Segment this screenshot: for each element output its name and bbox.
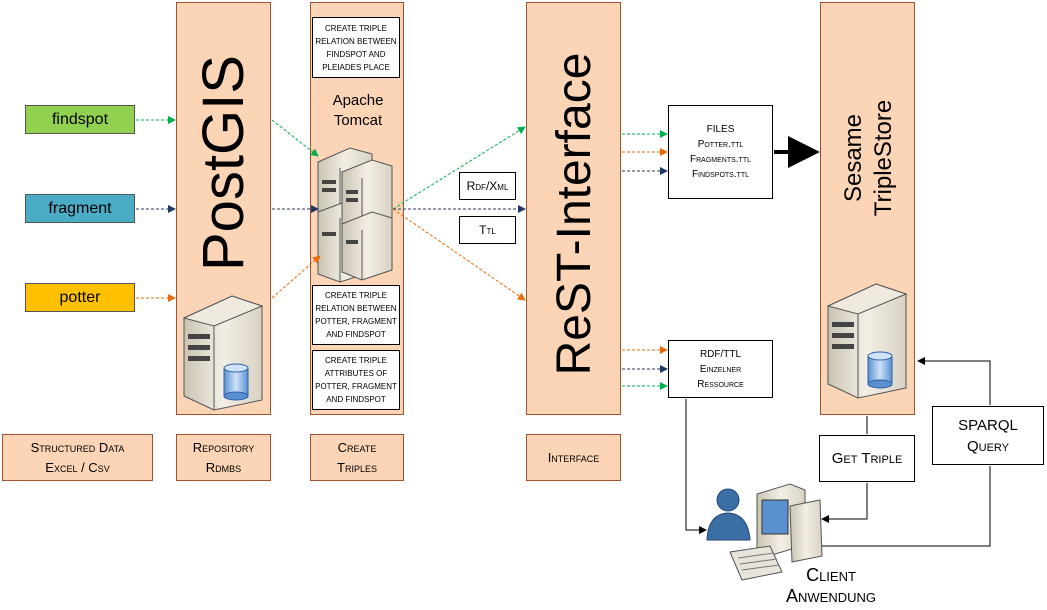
arrow-gettriple-client — [821, 483, 868, 523]
rdf-box-line: Ressource — [697, 378, 744, 390]
note-pleiades-line: CREATE TRIPLE — [325, 23, 387, 33]
label-create-line: Create — [337, 439, 377, 455]
tomcat-title: Apache Tomcat — [311, 89, 405, 133]
postgis-column: PostGIS — [176, 2, 271, 415]
rest-interface-title: ReST-Interface — [548, 52, 601, 376]
format-ttl: Ttl — [459, 216, 516, 244]
files-box-line: Potter.ttl — [697, 139, 744, 150]
sparql-line: Query — [966, 437, 1010, 455]
client-label-line: Anwendung — [786, 586, 876, 606]
arrow-rdf-client — [685, 399, 707, 534]
files-box-line: Findspots.ttl — [691, 169, 750, 180]
label-structured-line: Structured Data — [30, 439, 125, 455]
note-pleiades: CREATE TRIPLE RELATION BETWEEN FINDSPOT … — [312, 17, 400, 78]
findspot-input: findspot — [25, 105, 135, 134]
label-interface-line: Interface — [547, 449, 600, 465]
files-box: FILES Potter.ttl Fragments.ttl Findspots… — [668, 105, 773, 199]
label-repository: Repository Rdmbs — [176, 434, 271, 481]
label-create-line: Triples — [337, 459, 377, 475]
client-user-icon — [706, 488, 751, 541]
get-triple-box: Get Triple — [819, 435, 915, 482]
format-rdfxml-label: Rdf/Xml — [466, 179, 509, 193]
note-attributes-line: POTTER, FRAGMENT — [315, 382, 397, 391]
arrow-sparql-sesame — [917, 357, 991, 405]
note-pleiades-line: PLEIADES PLACE — [322, 62, 390, 72]
note-relation-line: RELATION BETWEEN — [315, 304, 397, 313]
sesame-column: Sesame TripleStore — [820, 2, 915, 415]
note-relation: CREATE TRIPLE RELATION BETWEEN POTTER, F… — [312, 285, 400, 345]
format-ttl-label: Ttl — [479, 223, 496, 237]
tomcat-title-line1: Apache — [332, 92, 384, 109]
sesame-title-line1: Sesame — [840, 113, 867, 203]
client-label-line: Client — [806, 565, 856, 585]
fragment-input: fragment — [25, 194, 135, 223]
label-interface: Interface — [526, 434, 621, 481]
get-triple-label: Get Triple — [831, 450, 903, 467]
note-attributes-line: ATTRIBUTES OF — [324, 369, 388, 378]
note-relation-line: AND FINDSPOT — [326, 330, 386, 339]
label-repository-line: Rdmbs — [205, 459, 242, 475]
rest-interface-column: ReST-Interface — [526, 2, 621, 415]
note-relation-line: POTTER, FRAGMENT — [315, 317, 397, 326]
sesame-title: Sesame TripleStore — [834, 58, 904, 258]
sesame-title-line2: TripleStore — [870, 99, 897, 217]
note-pleiades-line: FINDSPOT AND — [326, 49, 386, 59]
label-create-triples: Create Triples — [310, 434, 404, 481]
files-box-title: FILES — [706, 124, 735, 135]
label-structured-data: Structured Data Excel / Csv — [2, 434, 153, 481]
note-attributes: CREATE TRIPLE ATTRIBUTES OF POTTER, FRAG… — [312, 350, 400, 410]
format-rdfxml: Rdf/Xml — [459, 172, 516, 200]
rdf-box-line: Einzelner — [699, 363, 742, 375]
findspot-label: findspot — [51, 110, 109, 128]
sparql-line: SPARQL — [958, 416, 1018, 434]
sparql-query-box: SPARQL Query — [932, 406, 1044, 465]
label-repository-line: Repository — [192, 439, 255, 455]
potter-label: potter — [59, 288, 101, 306]
rdf-box-line: RDF/TTL — [699, 348, 742, 360]
tomcat-title-line2: Tomcat — [333, 112, 383, 129]
note-attributes-line: AND FINDSPOT — [326, 395, 386, 404]
rdf-resource-box: RDF/TTL Einzelner Ressource — [668, 340, 773, 398]
fragment-label: fragment — [48, 199, 112, 217]
label-structured-line: Excel / Csv — [45, 459, 110, 475]
potter-input: potter — [25, 283, 135, 312]
note-pleiades-line: RELATION BETWEEN — [315, 36, 397, 46]
client-label: Client Anwendung — [765, 564, 897, 608]
files-box-line: Fragments.ttl — [689, 154, 751, 165]
note-relation-line: CREATE TRIPLE — [325, 291, 387, 300]
note-attributes-line: CREATE TRIPLE — [325, 356, 387, 365]
postgis-title: PostGIS — [191, 55, 256, 271]
